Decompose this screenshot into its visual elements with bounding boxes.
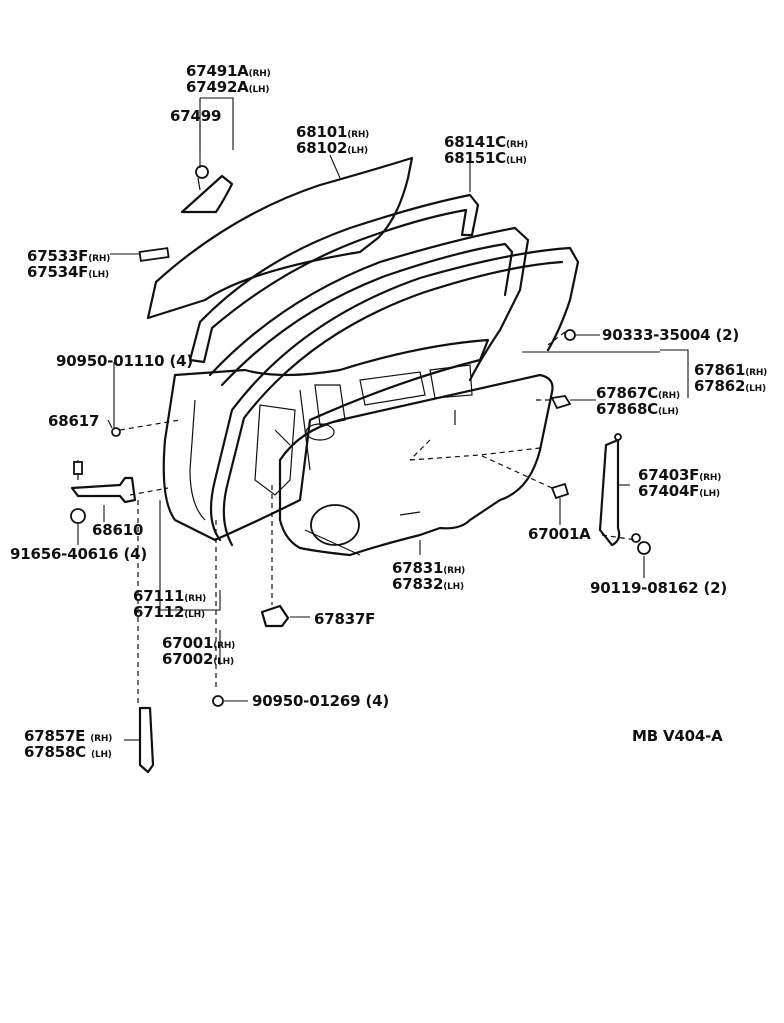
label-68102: 68102(LH) xyxy=(296,139,368,157)
screw-67499 xyxy=(195,165,209,179)
label-67112: 67112(LH) xyxy=(133,603,205,621)
door-inner-panel xyxy=(162,338,490,542)
label-90950-01110: 90950-01110 (4) xyxy=(56,352,193,370)
label-90333: 90333-35004 (2) xyxy=(602,326,739,344)
label-67831: 67831(RH) xyxy=(392,559,466,577)
label-67858C: 67858C (LH) xyxy=(24,743,112,761)
label-67491A: 67491A(RH) xyxy=(186,62,271,80)
door-weatherstrip xyxy=(209,246,580,542)
glass-channel xyxy=(138,247,170,262)
label-67837F: 67837F xyxy=(314,610,376,628)
label-67862: 67862(LH) xyxy=(694,377,766,395)
figure-code: MB V404-A xyxy=(632,727,723,745)
label-67499: 67499 xyxy=(170,107,222,125)
label-67001A: 67001A xyxy=(528,525,591,543)
label-68610: 68610 xyxy=(92,521,144,539)
label-91656: 91656-40616 (4) xyxy=(10,545,147,563)
lock-part-67837F xyxy=(260,604,290,628)
label-67404F: 67404F(LH) xyxy=(638,482,720,500)
door-frame xyxy=(208,226,530,382)
label-67002: 67002(LH) xyxy=(162,650,234,668)
plug-90333 xyxy=(564,329,576,341)
speaker-opening xyxy=(310,504,360,546)
door-glass xyxy=(146,156,414,320)
label-67001: 67001(RH) xyxy=(162,634,236,652)
clip-90950-01110 xyxy=(111,427,121,437)
screw-90119 xyxy=(637,541,651,555)
label-67492A: 67492A(LH) xyxy=(186,78,270,96)
clip-90950-01269 xyxy=(212,695,224,707)
label-67111: 67111(RH) xyxy=(133,587,207,605)
label-67857E: 67857E (RH) xyxy=(24,727,113,745)
label-90119: 90119-08162 (2) xyxy=(590,579,727,597)
label-67403F: 67403F(RH) xyxy=(638,466,722,484)
label-68617: 68617 xyxy=(48,412,100,430)
label-90950-01269: 90950-01269 (4) xyxy=(252,692,389,710)
label-68141C: 68141C(RH) xyxy=(444,133,528,151)
label-68151C: 68151C(LH) xyxy=(444,149,527,167)
label-67861: 67861(RH) xyxy=(694,361,768,379)
label-67534F: 67534F(LH) xyxy=(27,263,109,281)
door-weatherstrip-67403F xyxy=(598,438,621,547)
label-68101: 68101(RH) xyxy=(296,123,370,141)
clip-67001A xyxy=(550,482,570,500)
door-hinge xyxy=(70,476,137,504)
label-67832: 67832(LH) xyxy=(392,575,464,593)
label-67533F: 67533F(RH) xyxy=(27,247,111,265)
glass-run xyxy=(188,193,480,364)
label-67867C: 67867C(RH) xyxy=(596,384,680,402)
mirror-bracket xyxy=(180,174,234,214)
door-trim-board xyxy=(278,373,554,557)
bolt-91656 xyxy=(70,508,86,524)
stopper-67867C xyxy=(550,395,572,410)
label-67868C: 67868C(LH) xyxy=(596,400,679,418)
pillar-garnish xyxy=(138,706,155,774)
